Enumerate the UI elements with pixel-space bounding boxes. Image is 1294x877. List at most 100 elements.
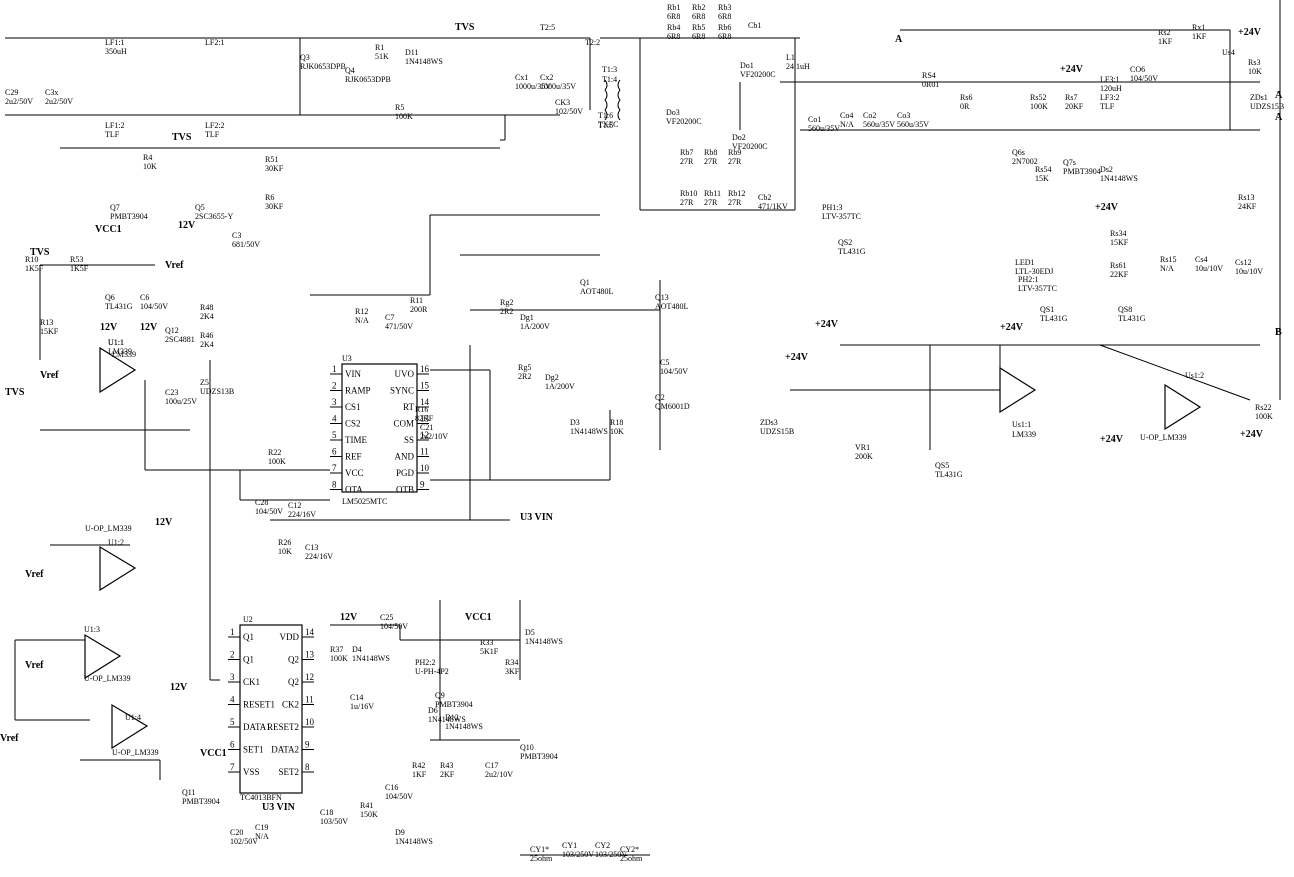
component-value: 100K xyxy=(268,457,286,466)
component-value: 6R8 xyxy=(718,32,731,41)
component-ref: Rb9 xyxy=(728,148,741,157)
component-value: TL431G xyxy=(838,247,866,256)
component-ref: R22 xyxy=(268,448,281,457)
component-ref: C16 xyxy=(385,783,398,792)
component-value: 20KF xyxy=(1065,102,1084,111)
component-ref: R5 xyxy=(395,103,404,112)
component-value: 120uH xyxy=(1100,84,1122,93)
net-label: Vref xyxy=(0,733,19,744)
component-value: N/A xyxy=(255,832,269,841)
component-value: 471/50V xyxy=(385,322,413,331)
component-value: 6R8 xyxy=(667,32,680,41)
component-ref: Dg2 xyxy=(545,373,559,382)
component-ref: Q1 xyxy=(580,278,590,287)
net-label: TVS xyxy=(172,132,192,143)
component-value: 27R xyxy=(680,198,694,207)
component-value: 104/50V xyxy=(255,507,283,516)
component-ref: Q3 xyxy=(300,53,310,62)
u3-part: LM5025MTC xyxy=(342,497,387,506)
component-value: 3KF xyxy=(505,667,520,676)
component-ref: Co1 xyxy=(808,115,821,124)
u3-pin-label: SYNC xyxy=(390,386,414,396)
component-value: 1K5F xyxy=(70,264,89,273)
component-ref: Rs52 xyxy=(1030,93,1046,102)
component-ref: Rs15 xyxy=(1160,255,1176,264)
component-ref: Rb1 xyxy=(667,3,680,12)
component-value: 1N4148WS xyxy=(428,715,466,724)
u3-pin-number: 7 xyxy=(332,463,337,473)
component-ref: LF2:2 xyxy=(205,121,225,130)
net-label: 12V xyxy=(340,612,358,623)
u3-pin-label: CS2 xyxy=(345,419,361,429)
component-ref: R26 xyxy=(278,538,291,547)
component-ref: Rs54 xyxy=(1035,165,1051,174)
component-value: PMBT3904 xyxy=(520,752,558,761)
u2-pin-number: 7 xyxy=(230,762,235,772)
component-ref: Rb6 xyxy=(718,23,731,32)
component-ref: R43 xyxy=(440,761,453,770)
transformer-t1 xyxy=(604,79,621,121)
component-ref: T1:4 xyxy=(602,75,617,84)
opamp-u1-4-ref: U1:4 xyxy=(125,713,141,722)
u2-pin-label: VDD xyxy=(280,632,300,642)
component-value: LM339 xyxy=(108,347,132,356)
component-ref: Rb4 xyxy=(667,23,680,32)
net-label: VCC1 xyxy=(95,224,122,235)
component-value: 10u/10V xyxy=(1195,264,1223,273)
component-ref: Rs61 xyxy=(1110,261,1126,270)
component-value: 27R xyxy=(704,198,718,207)
component-value: 1A/200V xyxy=(520,322,550,331)
component-value: 2KF xyxy=(440,770,455,779)
component-value: 100K xyxy=(330,654,348,663)
u3-pin-number: 15 xyxy=(420,381,430,391)
component-ref: R6 xyxy=(265,193,274,202)
component-value: 27R xyxy=(680,157,694,166)
component-value: 560u/35V xyxy=(897,120,929,129)
u3-pin-number: 4 xyxy=(332,414,337,424)
component-ref: D11 xyxy=(405,48,418,57)
u3-pin-number: 11 xyxy=(420,447,429,457)
component-ref: R51 xyxy=(265,155,278,164)
component-value: 2SC3655-Y xyxy=(195,212,233,221)
component-value: 104/50V xyxy=(140,302,168,311)
component-ref: Q11 xyxy=(182,788,195,797)
wiring xyxy=(5,0,1281,856)
component-ref: Dg1 xyxy=(520,313,534,322)
component-ref: Cx2 xyxy=(540,73,553,82)
component-ref: Cb2 xyxy=(758,193,771,202)
component-ref: R34 xyxy=(505,658,518,667)
component-value: TXFC xyxy=(598,120,618,129)
component-value: 2u2/50V xyxy=(45,97,73,106)
component-value: 1KF xyxy=(412,770,427,779)
component-value: RJK0653DPB xyxy=(300,62,346,71)
net-label: B xyxy=(1275,327,1282,338)
component-value: AOT480L xyxy=(580,287,613,296)
component-ref: R1 xyxy=(375,43,384,52)
component-value: AOT480L xyxy=(655,302,688,311)
opamp-us1-2-part: U-OP_LM339 xyxy=(1140,433,1187,442)
u2-pin-label: CK1 xyxy=(243,677,260,687)
component-ref: Cs4 xyxy=(1195,255,1207,264)
u2-pin-number: 11 xyxy=(305,695,314,705)
component-value: 224/16V xyxy=(288,510,316,519)
component-value: 51K xyxy=(375,52,389,61)
opamp-u1-3-ref: U1:3 xyxy=(84,625,100,634)
component-ref: CY2 xyxy=(595,841,610,850)
component-ref: Cx1 xyxy=(515,73,528,82)
component-ref: C20 xyxy=(230,828,243,837)
component-ref: C12 xyxy=(288,501,301,510)
component-value: 2u2/10V xyxy=(420,432,448,441)
component-ref: T2:5 xyxy=(540,23,555,32)
component-ref: Rb3 xyxy=(718,3,731,12)
component-ref: Q12 xyxy=(165,326,179,335)
component-value: 1A/200V xyxy=(545,382,575,391)
component-value: 10K xyxy=(610,427,624,436)
component-ref: C18 xyxy=(320,808,333,817)
component-value: PMBT3904 xyxy=(110,212,148,221)
opamp-u1-2-ref: U1:2 xyxy=(108,538,124,547)
net-label: +24V xyxy=(1240,429,1264,440)
component-ref: Rb8 xyxy=(704,148,717,157)
component-ref: C7 xyxy=(385,313,394,322)
